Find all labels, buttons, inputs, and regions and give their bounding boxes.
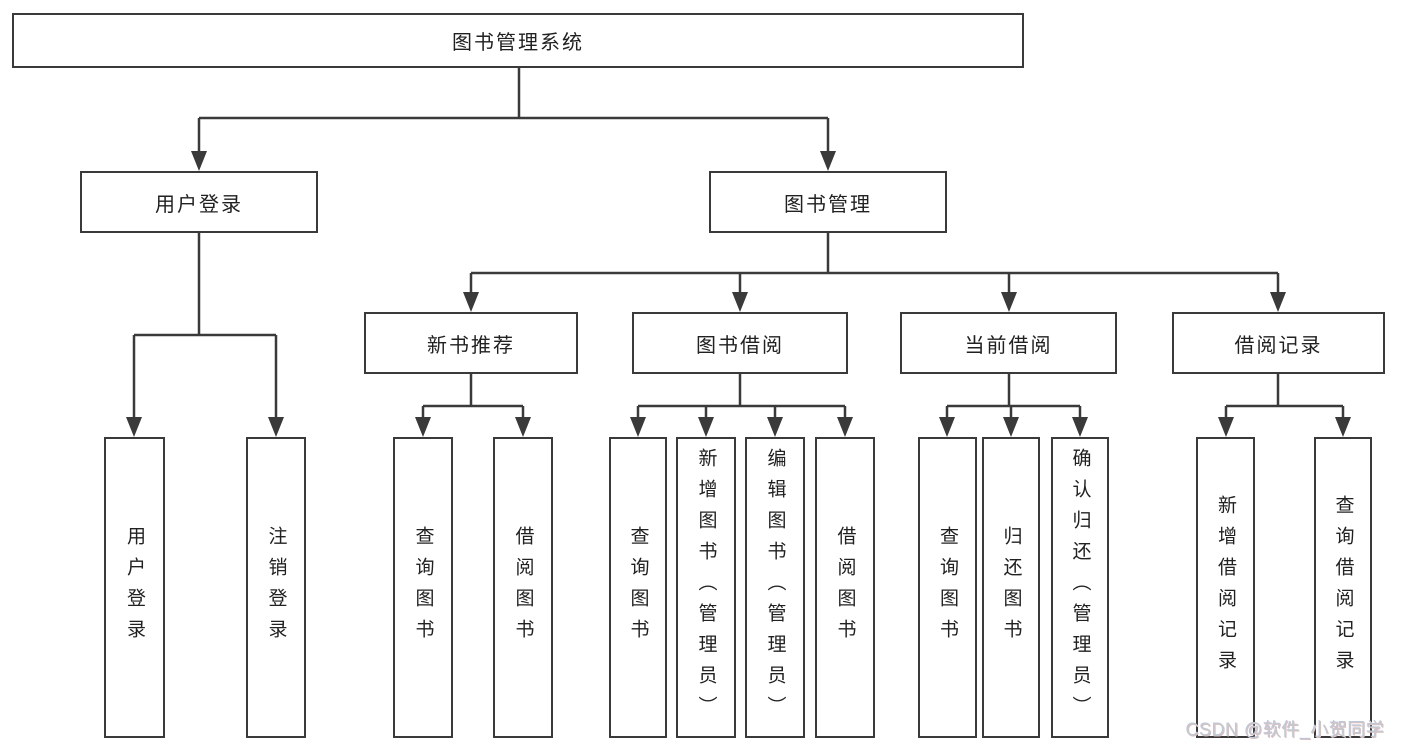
arrow-down-icon xyxy=(1003,417,1019,437)
arrow-down-icon xyxy=(463,292,479,312)
leaf-label: 借阅图书 xyxy=(834,525,856,650)
leaf-label: 借阅图书 xyxy=(512,525,534,650)
leaf-logout: 注销登录 xyxy=(246,437,306,738)
leaf-label: 查询图书 xyxy=(937,525,958,650)
arrow-down-icon xyxy=(268,417,284,437)
arrow-down-icon xyxy=(415,417,431,437)
leaf-label: 确认归还（管理员） xyxy=(1069,448,1091,727)
arrow-down-icon xyxy=(630,417,646,437)
leaf-label: 编辑图书（管理员） xyxy=(764,448,786,727)
arrow-down-icon xyxy=(820,151,836,171)
leaf-label: 查询图书 xyxy=(627,525,649,650)
leaf-user-login: 用户登录 xyxy=(104,437,165,738)
node-user-login: 用户登录 xyxy=(80,171,318,233)
leaf-borrow-books-recommend: 借阅图书 xyxy=(493,437,553,738)
leaf-confirm-return-admin: 确认归还（管理员） xyxy=(1051,437,1109,738)
arrow-down-icon xyxy=(1270,292,1286,312)
leaf-label: 新增图书（管理员） xyxy=(695,448,717,727)
leaf-borrow-books: 借阅图书 xyxy=(815,437,875,738)
arrow-down-icon xyxy=(837,417,853,437)
leaf-query-books-borrowing: 查询图书 xyxy=(609,437,667,738)
leaf-add-books-admin: 新增图书（管理员） xyxy=(676,437,736,738)
arrow-down-icon xyxy=(732,292,748,312)
leaf-query-borrow-record: 查询借阅记录 xyxy=(1314,437,1372,738)
arrow-down-icon xyxy=(515,417,531,437)
node-book-management: 图书管理 xyxy=(709,171,947,233)
arrow-down-icon xyxy=(1072,417,1088,437)
csdn-watermark: CSDN @软件_小贺同学 xyxy=(1186,720,1385,740)
node-current-borrowing: 当前借阅 xyxy=(900,312,1117,374)
leaf-label: 用户登录 xyxy=(124,525,145,650)
arrow-down-icon xyxy=(939,417,955,437)
leaf-query-books-recommend: 查询图书 xyxy=(393,437,453,738)
leaf-return-books: 归还图书 xyxy=(982,437,1040,738)
node-new-book-recommend: 新书推荐 xyxy=(364,312,578,374)
arrow-down-icon xyxy=(1218,417,1234,437)
leaf-label: 归还图书 xyxy=(1000,525,1022,650)
leaf-label: 查询借阅记录 xyxy=(1332,494,1354,681)
arrow-down-icon xyxy=(698,417,714,437)
node-book-borrowing: 图书借阅 xyxy=(632,312,848,374)
arrow-down-icon xyxy=(1335,417,1351,437)
node-borrowing-records: 借阅记录 xyxy=(1172,312,1385,374)
leaf-label: 新增借阅记录 xyxy=(1215,494,1236,681)
arrow-down-icon xyxy=(191,151,207,171)
arrow-down-icon xyxy=(767,417,783,437)
leaf-edit-books-admin: 编辑图书（管理员） xyxy=(745,437,805,738)
arrow-down-icon xyxy=(1001,292,1017,312)
leaf-label: 查询图书 xyxy=(412,525,434,650)
leaf-add-borrow-record: 新增借阅记录 xyxy=(1196,437,1255,738)
node-library-management-system: 图书管理系统 xyxy=(12,13,1024,68)
arrow-down-icon xyxy=(126,417,142,437)
leaf-query-books-current: 查询图书 xyxy=(918,437,977,738)
leaf-label: 注销登录 xyxy=(265,525,287,650)
